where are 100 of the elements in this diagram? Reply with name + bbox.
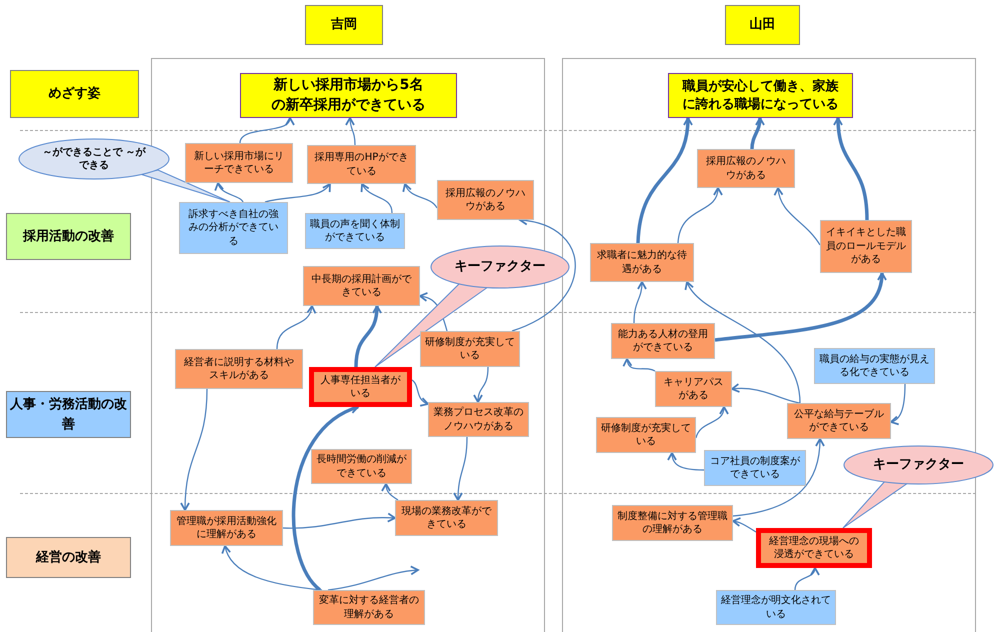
factor-box (611, 323, 715, 359)
factor-box (814, 348, 935, 384)
callout-pointer (374, 282, 490, 368)
arrow (222, 545, 322, 591)
factor-box (428, 402, 529, 437)
node-text: 採用広報のノウハウがある (444, 186, 526, 214)
arrow (473, 366, 489, 403)
node-text: 能力ある人材の登用ができている (617, 328, 709, 354)
row-label-box (6, 213, 131, 260)
node-text: めざす姿 (48, 85, 100, 104)
node-text: 管理職が採用活動強化に理解がある (176, 514, 278, 542)
arrow (794, 567, 819, 590)
arrow (774, 187, 820, 246)
goal-box (668, 73, 853, 118)
node-text: 研修制度が充実している (425, 336, 515, 362)
arrow (695, 406, 728, 438)
factor-box (185, 143, 293, 183)
factor-box (395, 500, 498, 536)
arrow (328, 566, 419, 591)
factor-box (820, 220, 912, 273)
arrow (215, 182, 244, 202)
arrow (276, 305, 316, 350)
row-label-box (6, 537, 131, 578)
factor-box (437, 180, 534, 220)
arrow (750, 117, 765, 150)
node-text: 新しい採用市場から5名の新卒採用ができている (271, 76, 426, 114)
factor-box (655, 371, 732, 407)
arrow (361, 183, 393, 214)
arrow (731, 383, 800, 404)
node-text: 経営の改善 (36, 548, 101, 567)
arrow (264, 183, 331, 203)
arrow (633, 281, 647, 324)
node-text: 経営理念が明文化されている (721, 594, 831, 621)
node-text: 採用専用のHPができている (314, 151, 410, 178)
factor-box (704, 450, 806, 486)
arrow (732, 438, 825, 517)
node-text: 人事・労務活動の改善 (8, 396, 128, 434)
arrow (833, 117, 869, 220)
arrow (636, 117, 692, 244)
header-box (10, 70, 139, 118)
arrow (354, 305, 382, 368)
factor-box (590, 243, 694, 282)
goal-box (240, 73, 457, 118)
node-text: キーファクター (454, 258, 546, 276)
factor-box (420, 331, 520, 367)
factor-box (716, 590, 836, 625)
node-text: 山田 (750, 16, 776, 34)
arrow (668, 452, 704, 471)
arrow (345, 117, 356, 146)
node-text: 研修制度が充実している (601, 422, 691, 448)
arrow (714, 272, 886, 342)
arrow (239, 117, 293, 144)
node-text: キーファクター (873, 456, 964, 474)
node-text: 中長期の採用計画ができている (310, 272, 412, 300)
node-text: キャリアパスがある (662, 376, 724, 402)
arrow (890, 384, 906, 425)
node-text: 訴求すべき自社の強みの分析ができている (188, 208, 280, 248)
factor-box (313, 590, 425, 625)
factor-box (787, 403, 891, 439)
node-text: 経営理念の現場への浸透ができている (768, 534, 860, 562)
node-text: 吉岡 (331, 16, 357, 34)
node-text: 求職者に魅力的な待遇がある (596, 249, 688, 276)
node-text: ～ができることで ～ができる (42, 146, 146, 172)
arrow (677, 187, 722, 244)
node-text: 経営者に説明する材料やスキルがある (183, 356, 295, 382)
node-text: 公平な給与テーブルができている (793, 408, 885, 434)
arrow (283, 512, 396, 529)
factor-box (697, 149, 795, 188)
node-text: 制度整備に対する管理職の理解がある (617, 510, 728, 536)
arrow (453, 436, 468, 501)
factor-box (311, 449, 412, 484)
factor-box (596, 417, 696, 453)
node-text: 職員の給与の実態が見える化できている (819, 352, 930, 380)
key-factor-box (756, 528, 872, 568)
node-text: 長時間労働の削減ができている (316, 453, 407, 480)
arrow (412, 380, 429, 406)
arrow (623, 358, 656, 372)
node-text: 採用広報のノウハウがある (705, 155, 787, 182)
speech-bubble (843, 445, 994, 485)
node-text: 現場の業務改革ができている (400, 504, 492, 532)
arrow (180, 388, 208, 511)
factor-box (170, 510, 283, 546)
factor-box (612, 505, 733, 541)
node-text: 職員の声を聞く体制ができている (310, 218, 400, 244)
speech-bubble (430, 245, 570, 289)
arrow (381, 483, 398, 500)
node-text: コア社員の制度案ができている (709, 454, 801, 482)
arrow (292, 405, 359, 592)
arrow (732, 517, 756, 532)
node-text: イキイキとした職員のロールモデルがある (825, 226, 907, 267)
node-text: 人事専任担当者がいる (320, 374, 402, 400)
factor-box (175, 349, 303, 389)
header-box (305, 5, 383, 45)
factor-box (179, 202, 288, 254)
node-text: 新しい採用市場にリーチできている (193, 150, 285, 176)
factor-box (307, 145, 416, 184)
node-text: 職員が安心して働き、家族に誇れる職場になっている (681, 78, 840, 114)
node-text: 採用活動の改善 (23, 228, 114, 246)
arrow (686, 281, 801, 404)
factor-box (305, 213, 405, 249)
